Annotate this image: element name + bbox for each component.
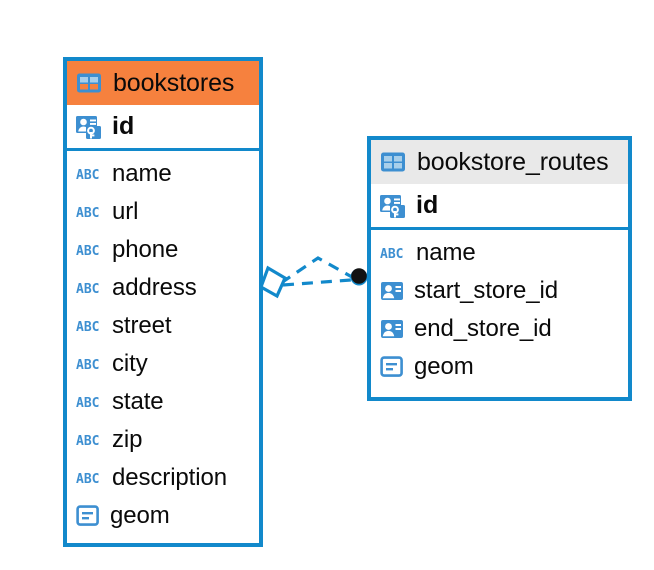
table-row[interactable]: ABC zip bbox=[67, 421, 259, 459]
text-type-icon: ABC bbox=[76, 167, 102, 183]
table-row[interactable]: ABC name bbox=[67, 155, 259, 193]
text-type-icon: ABC bbox=[76, 433, 102, 449]
svg-text:ABC: ABC bbox=[76, 282, 99, 296]
field-label: street bbox=[112, 312, 172, 339]
field-label: name bbox=[416, 239, 476, 266]
table-row[interactable]: ABC state bbox=[67, 383, 259, 421]
svg-text:ABC: ABC bbox=[76, 244, 99, 258]
text-type-icon: ABC bbox=[76, 395, 102, 411]
field-label: city bbox=[112, 350, 148, 377]
svg-text:ABC: ABC bbox=[76, 396, 99, 410]
text-type-icon: ABC bbox=[76, 281, 102, 297]
svg-text:ABC: ABC bbox=[76, 434, 99, 448]
er-table-bookstore-routes[interactable]: bookstore_routes id bbox=[367, 136, 632, 401]
primary-key-icon bbox=[75, 113, 103, 141]
table-row[interactable]: ABC phone bbox=[67, 231, 259, 269]
table-row-primary-key[interactable]: id bbox=[67, 105, 259, 151]
relation-line-main bbox=[282, 278, 352, 287]
table-grid-icon bbox=[76, 72, 102, 94]
table-header-bookstores[interactable]: bookstores bbox=[67, 61, 259, 105]
relation-source-diamond bbox=[259, 265, 288, 299]
er-table-bookstores[interactable]: bookstores id bbox=[63, 57, 263, 547]
svg-text:ABC: ABC bbox=[76, 168, 99, 182]
table-row-primary-key[interactable]: id bbox=[371, 184, 628, 230]
table-row[interactable]: ABC address bbox=[67, 269, 259, 307]
foreign-key-icon bbox=[380, 318, 404, 340]
svg-text:ABC: ABC bbox=[76, 472, 99, 486]
primary-key-label: id bbox=[112, 112, 135, 140]
svg-text:ABC: ABC bbox=[76, 358, 99, 372]
table-row[interactable]: end_store_id bbox=[371, 310, 628, 348]
foreign-key-icon bbox=[380, 280, 404, 302]
field-label: start_store_id bbox=[414, 277, 559, 304]
primary-key-icon bbox=[379, 192, 407, 220]
table-row[interactable]: ABC street bbox=[67, 307, 259, 345]
text-type-icon: ABC bbox=[76, 319, 102, 335]
table-header-bookstore-routes[interactable]: bookstore_routes bbox=[371, 140, 628, 184]
field-label: address bbox=[112, 274, 197, 301]
field-label: state bbox=[112, 388, 164, 415]
field-label: geom bbox=[110, 502, 170, 529]
text-type-icon: ABC bbox=[76, 471, 102, 487]
table-field-list: ABC name start_store_id bbox=[371, 230, 628, 390]
svg-text:ABC: ABC bbox=[380, 247, 403, 261]
table-row[interactable]: ABC name bbox=[371, 234, 628, 272]
text-type-icon: ABC bbox=[76, 357, 102, 373]
svg-text:ABC: ABC bbox=[76, 206, 99, 220]
table-row[interactable]: ABC city bbox=[67, 345, 259, 383]
table-row[interactable]: ABC url bbox=[67, 193, 259, 231]
table-title: bookstores bbox=[113, 68, 235, 97]
primary-key-label: id bbox=[416, 191, 439, 219]
table-row[interactable]: geom bbox=[67, 497, 259, 535]
geometry-type-icon bbox=[76, 505, 100, 527]
text-type-icon: ABC bbox=[76, 205, 102, 221]
table-title: bookstore_routes bbox=[417, 147, 609, 176]
text-type-icon: ABC bbox=[380, 246, 406, 262]
table-row[interactable]: ABC description bbox=[67, 459, 259, 497]
field-label: zip bbox=[112, 426, 143, 453]
text-type-icon: ABC bbox=[76, 243, 102, 259]
table-row[interactable]: geom bbox=[371, 348, 628, 386]
field-label: name bbox=[112, 160, 172, 187]
table-row[interactable]: start_store_id bbox=[371, 272, 628, 310]
table-field-list: ABC name ABC url ABC p bbox=[67, 151, 259, 539]
field-label: description bbox=[112, 464, 227, 491]
field-label: url bbox=[112, 198, 139, 225]
relation-target-dot bbox=[350, 268, 368, 286]
field-label: phone bbox=[112, 236, 179, 263]
field-label: end_store_id bbox=[414, 315, 552, 342]
svg-text:ABC: ABC bbox=[76, 320, 99, 334]
geometry-type-icon bbox=[380, 356, 404, 378]
relation-line-branch bbox=[280, 256, 353, 285]
table-grid-icon bbox=[380, 151, 406, 173]
field-label: geom bbox=[414, 353, 474, 380]
